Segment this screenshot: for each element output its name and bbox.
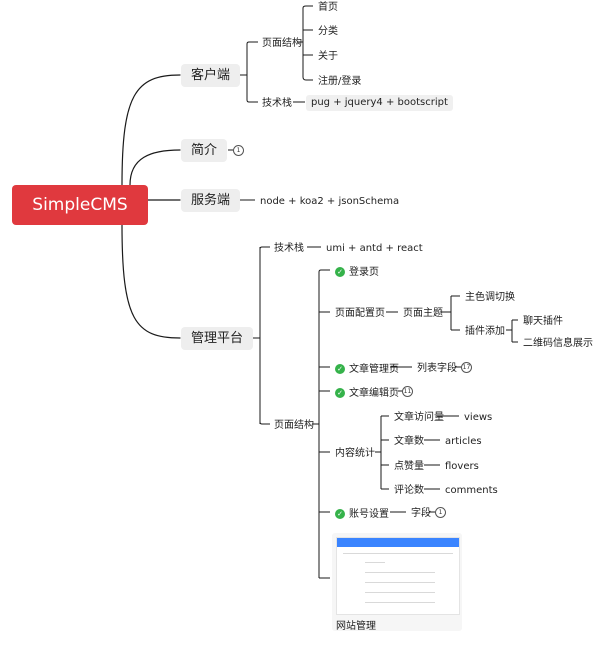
admin-plugins[interactable]: 插件添加 [465, 326, 505, 337]
admin-plugin-qrcode[interactable]: 二维码信息展示 [523, 338, 593, 349]
client-page-home[interactable]: 首页 [318, 2, 338, 13]
link-admin-pages [312, 269, 330, 579]
admin-login-page[interactable]: ✓ 登录页 [331, 264, 383, 281]
stat-comments-value[interactable]: comments [445, 485, 498, 496]
link-client-pages [297, 5, 313, 81]
client-page-category[interactable]: 分类 [318, 26, 338, 37]
admin-login-label: 登录页 [349, 267, 379, 278]
admin-page-theme[interactable]: 页面主题 [403, 308, 443, 319]
site-management-node[interactable]: 网站管理 [332, 533, 462, 632]
thumbnail-header-bar [337, 538, 459, 547]
thumbnail-rule [365, 582, 435, 583]
client-tech-stack[interactable]: 技术栈 [262, 98, 292, 109]
link-plugins [506, 319, 518, 343]
check-icon: ✓ [335, 388, 345, 398]
admin-list-fields[interactable]: 列表字段 [417, 363, 457, 374]
check-icon: ✓ [335, 364, 345, 374]
link-theme [441, 295, 460, 331]
server-node[interactable]: 服务端 [181, 189, 241, 212]
thumbnail-rule [343, 553, 453, 554]
intro-note-badge[interactable]: 1 [233, 145, 244, 156]
stat-articles-label[interactable]: 文章数 [394, 436, 424, 447]
thumbnail-rule [365, 562, 385, 563]
site-management-caption: 网站管理 [336, 621, 376, 632]
root-node[interactable]: SimpleCMS [12, 185, 148, 225]
check-icon: ✓ [335, 267, 345, 277]
thumbnail-rule [365, 592, 435, 593]
link-root-admin [121, 224, 181, 339]
stat-views-label[interactable]: 文章访问量 [394, 412, 444, 423]
admin-color-switch[interactable]: 主色调切换 [465, 292, 515, 303]
link-root-client [121, 74, 181, 186]
client-tech-value[interactable]: pug + jquery4 + bootscript [306, 95, 453, 111]
admin-account-settings[interactable]: ✓ 账号设置 [331, 506, 393, 523]
stat-comments-label[interactable]: 评论数 [394, 485, 424, 496]
admin-page-structure[interactable]: 页面结构 [274, 420, 314, 431]
client-page-about[interactable]: 关于 [318, 51, 338, 62]
account-note-badge[interactable]: 1 [435, 507, 446, 518]
link-root-intro [129, 149, 181, 186]
stat-likes-value[interactable]: flovers [445, 461, 479, 472]
admin-article-mgmt[interactable]: ✓ 文章管理页 [331, 361, 403, 378]
admin-article-mgmt-label: 文章管理页 [349, 364, 399, 375]
thumbnail-rule [365, 572, 435, 573]
admin-article-edit[interactable]: ✓ 文章编辑页 [331, 385, 403, 402]
thumbnail-rule [365, 602, 435, 603]
admin-stats[interactable]: 内容统计 [335, 448, 375, 459]
article-mgmt-note-badge[interactable]: 17 [461, 362, 472, 373]
client-page-login[interactable]: 注册/登录 [318, 76, 362, 87]
admin-account-fields[interactable]: 字段 [411, 508, 431, 519]
link-admin [248, 246, 270, 425]
admin-tech-stack[interactable]: 技术栈 [274, 243, 304, 254]
admin-node[interactable]: 管理平台 [181, 327, 254, 350]
admin-article-edit-label: 文章编辑页 [349, 388, 399, 399]
admin-page-config[interactable]: 页面配置页 [335, 308, 385, 319]
link-client [240, 41, 258, 103]
admin-account-label: 账号设置 [349, 509, 389, 520]
link-stats [375, 415, 389, 490]
client-node[interactable]: 客户端 [181, 64, 241, 87]
admin-tech-value[interactable]: umi + antd + react [326, 243, 423, 254]
admin-plugin-chat[interactable]: 聊天插件 [523, 316, 563, 327]
site-management-thumbnail [336, 537, 460, 615]
server-tech-value[interactable]: node + koa2 + jsonSchema [260, 196, 400, 207]
intro-node[interactable]: 简介 [181, 139, 228, 162]
stat-views-value[interactable]: views [464, 412, 493, 423]
article-edit-note-badge[interactable]: 11 [402, 386, 413, 397]
stat-likes-label[interactable]: 点赞量 [394, 461, 424, 472]
client-page-structure[interactable]: 页面结构 [262, 38, 302, 49]
stat-articles-value[interactable]: articles [445, 436, 482, 447]
check-icon: ✓ [335, 509, 345, 519]
